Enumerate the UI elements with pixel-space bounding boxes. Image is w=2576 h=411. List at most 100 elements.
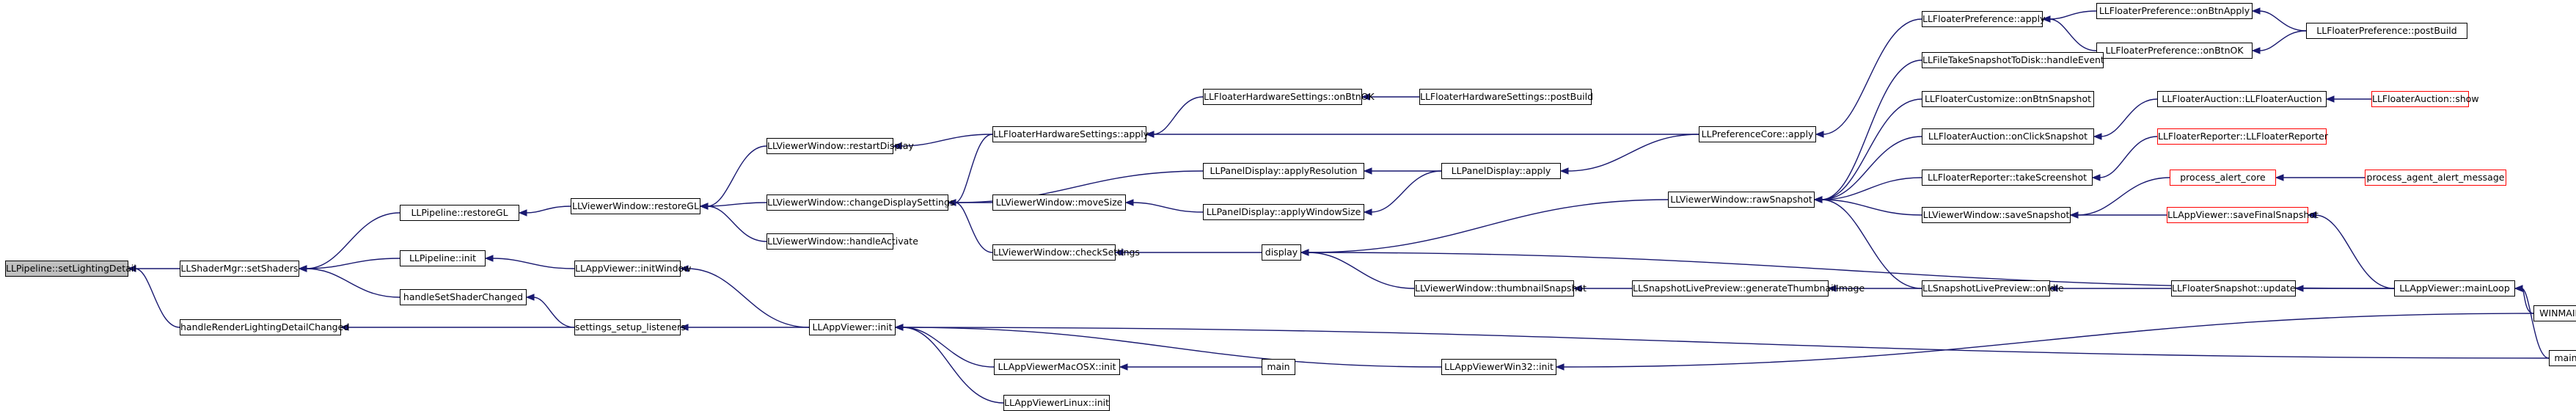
graph-edge: [954, 134, 993, 203]
graph-node[interactable]: settings_setup_listeners: [574, 319, 686, 335]
graph-node[interactable]: LLFloaterHardwareSettings::apply: [992, 126, 1149, 142]
edge-arrowhead: [340, 324, 349, 331]
graph-edge: [1567, 134, 1699, 172]
graph-node[interactable]: LLPipeline::init: [400, 250, 486, 266]
graph-node[interactable]: LLFloaterHardwareSettings::postBuild: [1419, 89, 1593, 105]
graph-node[interactable]: LLFileTakeSnapshotToDisk::handleEvent: [1922, 52, 2104, 68]
graph-node[interactable]: LLFloaterPreference::postBuild: [2306, 23, 2467, 39]
graph-edge: [1821, 199, 1922, 216]
graph-node[interactable]: main: [1262, 359, 1295, 375]
graph-edge: [2049, 18, 2097, 51]
graph-node[interactable]: LLFloaterPreference::onBtnOK: [2096, 43, 2253, 59]
graph-node[interactable]: display: [1262, 244, 1301, 261]
graph-node: LLPipeline::setLightingDetail: [5, 261, 136, 277]
graph-node[interactable]: main: [2549, 350, 2576, 366]
graph-node[interactable]: LLAppViewerMacOSX::init: [994, 359, 1120, 375]
graph-node[interactable]: LLFloaterCustomize::onBtnSnapshot: [1922, 91, 2094, 107]
graph-node[interactable]: LLFloaterSnapshot::update: [2171, 280, 2296, 297]
edge-arrowhead: [1361, 93, 1370, 101]
graph-edge: [305, 268, 400, 298]
graph-edge: [1822, 18, 1922, 135]
edge-arrowhead: [1363, 208, 1372, 216]
graph-edge: [2100, 98, 2158, 137]
graph-node[interactable]: LLFloaterReporter::LLFloaterReporter: [2157, 128, 2328, 145]
edge-arrowhead: [2251, 7, 2261, 15]
graph-edge: [134, 268, 180, 328]
graph-edge: [899, 134, 993, 147]
edge-arrowhead: [1559, 167, 1569, 175]
edge-arrowhead: [1114, 249, 1124, 256]
graph-node[interactable]: LLPreferenceCore::apply: [1699, 126, 1816, 142]
edge-arrowhead: [1813, 196, 1823, 203]
graph-node[interactable]: LLFloaterReporter::takeScreenshot: [1922, 170, 2093, 186]
graph-node[interactable]: LLAppViewer::mainLoop: [2394, 280, 2515, 297]
graph-node[interactable]: LLAppViewer::init: [809, 319, 896, 335]
edge-arrowhead: [2069, 211, 2079, 219]
graph-node[interactable]: LLViewerWindow::changeDisplaySettings: [766, 194, 954, 211]
graph-node[interactable]: LLViewerWindow::restartDisplay: [766, 138, 914, 154]
graph-node[interactable]: LLFloaterAuction::onClickSnapshot: [1922, 128, 2094, 145]
graph-node[interactable]: LLViewerWindow::moveSize: [992, 194, 1126, 211]
graph-node[interactable]: LLSnapshotLivePreview::onIdle: [1922, 280, 2064, 297]
edge-arrowhead: [2294, 285, 2304, 292]
graph-node[interactable]: process_agent_alert_message: [2365, 170, 2506, 186]
graph-node[interactable]: LLViewerWindow::rawSnapshot: [1668, 192, 1815, 208]
graph-edge: [1307, 252, 1415, 289]
edge-arrowhead: [2514, 285, 2523, 292]
graph-node[interactable]: LLViewerWindow::saveSnapshot: [1922, 207, 2071, 223]
graph-node[interactable]: LLAppViewer::initWindow: [574, 261, 691, 277]
graph-node[interactable]: LLAppViewer::saveFinalSnapshot: [2167, 207, 2319, 223]
graph-edge: [491, 258, 575, 269]
graph-edge: [901, 327, 995, 368]
edge-arrowhead: [1145, 131, 1155, 138]
graph-node[interactable]: LLViewerWindow::restoreGL: [571, 198, 700, 214]
graph-node[interactable]: LLPipeline::restoreGL: [400, 205, 519, 221]
edge-arrowhead: [2041, 15, 2051, 23]
edge-arrowhead: [1119, 363, 1128, 371]
graph-node[interactable]: LLSnapshotLivePreview::generateThumbnail…: [1632, 280, 1865, 297]
graph-edge: [2076, 177, 2170, 216]
graph-node[interactable]: LLPanelDisplay::applyWindowSize: [1203, 204, 1364, 220]
graph-edge: [2521, 288, 2550, 359]
graph-edge: [1152, 96, 1204, 135]
graph-node[interactable]: LLFloaterHardwareSettings::onBtnOK: [1203, 89, 1375, 105]
edge-arrowhead: [2049, 285, 2058, 292]
graph-node[interactable]: LLFloaterAuction::show: [2371, 91, 2479, 107]
graph-edge: [1132, 202, 1204, 213]
graph-edge: [305, 258, 400, 269]
graph-edge: [1370, 170, 1442, 213]
graph-node[interactable]: LLFloaterPreference::apply: [1922, 11, 2045, 27]
graph-node[interactable]: WINMAIN: [2533, 305, 2576, 321]
graph-node[interactable]: LLAppViewerWin32::init: [1441, 359, 1556, 375]
graph-edge: [1307, 199, 1669, 253]
graph-edge: [525, 205, 571, 214]
edge-arrowhead: [1124, 199, 1134, 206]
graph-node[interactable]: LLViewerWindow::checkSettings: [992, 244, 1140, 261]
graph-node[interactable]: LLFloaterAuction::LLFloaterAuction: [2157, 91, 2327, 107]
edge-arrowhead: [127, 265, 136, 272]
graph-node[interactable]: LLShaderMgr::setShaders: [180, 261, 299, 277]
graph-node[interactable]: LLPanelDisplay::applyResolution: [1203, 163, 1364, 179]
graph-edge: [687, 268, 810, 328]
graph-node[interactable]: handleRenderLightingDetailChanged: [180, 319, 349, 335]
graph-edge: [706, 202, 767, 207]
graph-edge: [901, 327, 1004, 404]
graph-edge: [2099, 136, 2158, 178]
graph-node[interactable]: LLViewerWindow::handleActivate: [766, 233, 918, 250]
graph-node[interactable]: handleSetShaderChanged: [400, 289, 527, 305]
graph-node[interactable]: process_alert_core: [2170, 170, 2276, 186]
edge-arrowhead: [298, 265, 307, 272]
graph-edge: [901, 327, 1442, 368]
graph-edge: [706, 145, 767, 207]
graph-node[interactable]: LLPanelDisplay::apply: [1441, 163, 1561, 179]
graph-node[interactable]: LLFloaterPreference::onBtnApply: [2096, 3, 2253, 19]
edge-arrowhead: [699, 203, 709, 210]
graph-edge: [1562, 313, 2534, 368]
graph-node[interactable]: LLViewerWindow::thumbnailSnapshot: [1414, 280, 1587, 297]
edge-arrowhead: [2093, 133, 2102, 140]
edge-arrowhead: [1555, 363, 1565, 371]
edge-arrowhead: [947, 199, 956, 206]
edge-arrowhead: [1300, 249, 1309, 256]
edge-arrowhead: [484, 255, 494, 262]
edge-arrowhead: [1573, 285, 1582, 292]
